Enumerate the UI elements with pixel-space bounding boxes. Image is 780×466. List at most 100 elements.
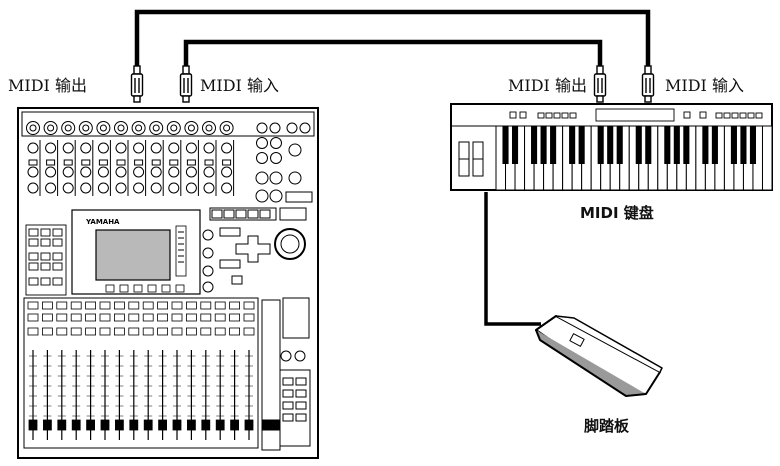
gain-knob	[28, 143, 38, 153]
mixer-lcd-screen	[96, 230, 170, 280]
insert-knob	[204, 183, 214, 193]
black-key	[731, 126, 737, 164]
sel-button	[215, 302, 225, 309]
sel-button	[186, 302, 196, 309]
on-button	[244, 328, 254, 335]
input-jack-center	[83, 125, 89, 131]
pad-switch	[205, 160, 213, 165]
solo-button	[244, 314, 254, 321]
digital-mixer: YAMAHA	[18, 108, 318, 458]
keyboard-name-label: MIDI 键盘	[580, 206, 654, 221]
input-jack-center	[30, 125, 36, 131]
sel-button	[57, 302, 67, 309]
pad-switch	[135, 160, 143, 165]
on-button	[215, 328, 225, 335]
on-button	[42, 328, 52, 335]
solo-button	[28, 314, 38, 321]
on-button	[57, 328, 67, 335]
pedal-name-label: 脚踏板	[584, 419, 629, 434]
sel-button	[114, 302, 124, 309]
solo-button	[215, 314, 225, 321]
on-button	[71, 328, 81, 335]
insert-knob	[28, 183, 38, 193]
sel-button	[172, 302, 182, 309]
on-button	[114, 328, 124, 335]
sel-button	[28, 302, 38, 309]
fader-knob	[130, 420, 138, 430]
sel-button	[86, 302, 96, 309]
insert-knob	[134, 183, 144, 193]
fader-knob	[58, 420, 66, 430]
insert-knob	[81, 183, 91, 193]
pad-switch	[117, 160, 125, 165]
fader-knob	[115, 420, 123, 430]
mixer-master-section	[262, 298, 310, 450]
black-key	[512, 126, 518, 164]
fader-knob	[245, 420, 253, 430]
fader-knob	[187, 420, 195, 430]
gain-knob	[222, 143, 232, 153]
trim-knob	[134, 167, 144, 177]
gain-knob	[116, 143, 126, 153]
input-jack-center	[65, 125, 71, 131]
trim-knob	[222, 167, 232, 177]
white-key	[762, 126, 772, 190]
on-button	[172, 328, 182, 335]
on-button	[143, 328, 153, 335]
trim-knob	[116, 167, 126, 177]
solo-button	[201, 314, 211, 321]
gain-knob	[204, 143, 214, 153]
fader-knob	[216, 420, 224, 430]
insert-knob	[186, 183, 196, 193]
mixer-midi-out-label: MIDI 输出	[8, 78, 87, 94]
gain-knob	[46, 143, 56, 153]
sel-button	[100, 302, 110, 309]
black-key	[531, 126, 537, 164]
fader-knob	[202, 420, 210, 430]
fader-knob	[43, 420, 51, 430]
keyboard-midi-out-label: MIDI 输出	[508, 78, 587, 94]
trim-knob	[46, 167, 56, 177]
cable-keyboard-to-pedal	[486, 192, 541, 324]
input-jack-center	[48, 125, 54, 131]
sel-button	[244, 302, 254, 309]
on-button	[28, 328, 38, 335]
insert-knob	[151, 183, 161, 193]
sel-button	[230, 302, 240, 309]
trim-knob	[81, 167, 91, 177]
black-key	[674, 126, 680, 164]
gain-knob	[63, 143, 73, 153]
on-button	[158, 328, 168, 335]
pad-switch	[170, 160, 178, 165]
fader-knob	[87, 420, 95, 430]
black-key	[550, 126, 556, 164]
keyboard-keys	[496, 126, 772, 190]
input-jack-center	[100, 125, 106, 131]
trim-knob	[186, 167, 196, 177]
midi-keyboard	[451, 104, 772, 190]
insert-knob	[116, 183, 126, 193]
gain-knob	[134, 143, 144, 153]
input-jack-center	[188, 125, 194, 131]
gain-knob	[98, 143, 108, 153]
sel-button	[129, 302, 139, 309]
solo-button	[143, 314, 153, 321]
black-key	[569, 126, 575, 164]
insert-knob	[63, 183, 73, 193]
fader-knob	[144, 420, 152, 430]
black-key	[750, 126, 756, 164]
pad-switch	[152, 160, 160, 165]
on-button	[100, 328, 110, 335]
black-key	[664, 126, 670, 164]
gain-knob	[186, 143, 196, 153]
input-jack-center	[224, 125, 230, 131]
on-button	[129, 328, 139, 335]
mixer-display-panel: YAMAHA	[72, 210, 200, 294]
mixer-fader-section	[24, 298, 258, 448]
pad-switch	[47, 160, 55, 165]
sel-button	[42, 302, 52, 309]
pad-switch	[29, 160, 37, 165]
fader-knob	[231, 420, 239, 430]
black-key	[617, 126, 623, 164]
